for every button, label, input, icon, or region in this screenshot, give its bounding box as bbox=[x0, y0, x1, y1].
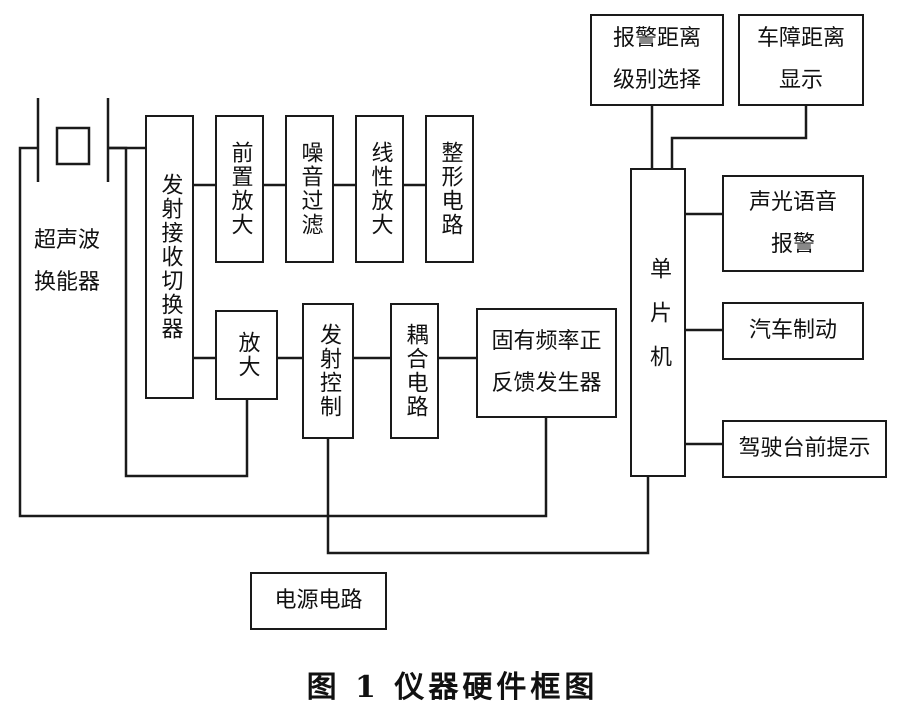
transducer-label: 超声波 换能器 bbox=[22, 220, 112, 304]
preamp-label: 前置放大 bbox=[227, 141, 253, 237]
noise-filter-box: 噪音过滤 bbox=[285, 115, 334, 263]
brake-label: 汽车制动 bbox=[748, 318, 837, 343]
tx-control-label: 发射控制 bbox=[316, 323, 341, 419]
distance-display-label-line1: 车障距离 bbox=[756, 26, 845, 51]
shaping-box: 整形电路 bbox=[425, 115, 474, 263]
oscillator-label-line2: 反馈发生器 bbox=[491, 371, 602, 396]
sound-alarm-box: 声光语音 报警 bbox=[722, 175, 864, 272]
power-label: 电源电路 bbox=[274, 588, 363, 613]
linear-amp-label: 线性放大 bbox=[367, 141, 393, 237]
switch-box: 发射接收切换器 bbox=[145, 115, 194, 399]
distance-display-label-line2: 显示 bbox=[778, 68, 823, 93]
mcu-box: 单片机 bbox=[630, 168, 686, 477]
transducer-label-line2: 换能器 bbox=[33, 270, 100, 295]
coupling-box: 耦合电路 bbox=[390, 303, 439, 439]
amp-box: 放大 bbox=[215, 310, 278, 400]
switch-box-label: 发射接收切换器 bbox=[157, 173, 183, 341]
brake-box: 汽车制动 bbox=[722, 302, 864, 360]
sound-alarm-label-line2: 报警 bbox=[770, 231, 815, 257]
alarm-select-box: 报警距离 级别选择 bbox=[590, 14, 724, 106]
transducer-label-line1: 超声波 bbox=[33, 228, 100, 253]
preamp-box: 前置放大 bbox=[215, 115, 264, 263]
oscillator-box: 固有频率正 反馈发生器 bbox=[476, 308, 617, 418]
alarm-select-label-line2: 级别选择 bbox=[612, 68, 701, 93]
dashboard-hint-label: 驾驶台前提示 bbox=[738, 436, 871, 461]
oscillator-label-line1: 固有频率正 bbox=[491, 329, 602, 354]
sound-alarm-label-line1: 声光语音 bbox=[748, 189, 837, 215]
power-box: 电源电路 bbox=[250, 572, 387, 630]
tx-control-box: 发射控制 bbox=[302, 303, 354, 439]
amp-label: 放大 bbox=[234, 331, 260, 379]
noise-filter-label: 噪音过滤 bbox=[297, 141, 323, 237]
linear-amp-box: 线性放大 bbox=[355, 115, 404, 263]
shaping-label: 整形电路 bbox=[437, 141, 463, 237]
wire-transducer-to-oscillator bbox=[18, 146, 548, 518]
coupling-label: 耦合电路 bbox=[402, 323, 428, 419]
alarm-select-label-line1: 报警距离 bbox=[612, 26, 701, 51]
mcu-label: 单片机 bbox=[646, 256, 671, 389]
transducer-element bbox=[55, 126, 91, 166]
dashboard-hint-box: 驾驶台前提示 bbox=[722, 420, 887, 478]
wire-mcu-to-distance-display bbox=[670, 106, 808, 168]
distance-display-box: 车障距离 显示 bbox=[738, 14, 864, 106]
wire-txcontrol-to-mcu bbox=[326, 438, 650, 555]
figure-caption: 图 1 仪器硬件框图 bbox=[306, 670, 599, 705]
